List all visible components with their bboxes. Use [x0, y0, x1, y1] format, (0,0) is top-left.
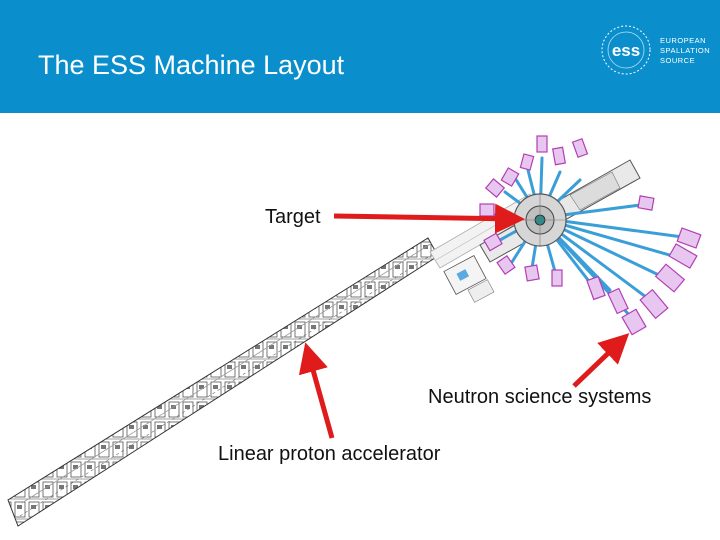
annotation-arrows — [298, 203, 630, 439]
accelerator-label: Linear proton accelerator — [218, 443, 441, 465]
logo-line-1: EUROPEAN — [660, 36, 707, 45]
accelerator-arrow — [298, 342, 335, 439]
logo-mark-text: ess — [612, 41, 640, 60]
slide-header: The ESS Machine Layout ess EUROPEAN SPAL… — [0, 0, 720, 113]
target-monolith — [513, 193, 567, 247]
slide-title: The ESS Machine Layout — [38, 50, 345, 80]
logo-line-3: SOURCE — [660, 56, 696, 65]
service-building — [443, 254, 495, 303]
logo-wordmark: EUROPEAN SPALLATION SOURCE — [660, 36, 710, 66]
logo-line-2: SPALLATION — [660, 46, 711, 55]
ess-logo-mark-icon: ess — [601, 25, 651, 75]
ess-layout-diagram — [7, 135, 702, 527]
target-arrow — [333, 203, 525, 234]
target-label: Target — [265, 206, 321, 228]
ess-logo: ess EUROPEAN SPALLATION SOURCE — [596, 24, 710, 76]
neutron-arrow — [572, 333, 630, 388]
neutron-label: Neutron science systems — [428, 386, 652, 408]
linac-tunnel — [7, 193, 541, 527]
instrument-stations — [479, 135, 702, 336]
